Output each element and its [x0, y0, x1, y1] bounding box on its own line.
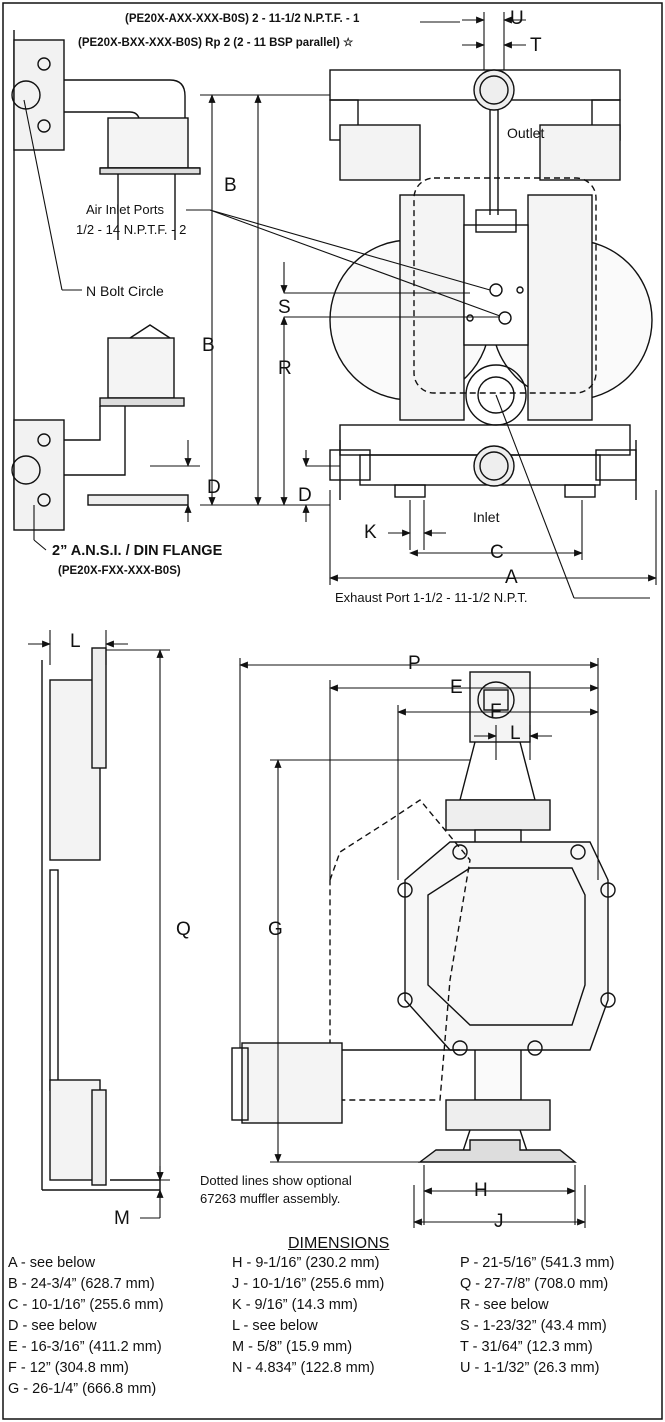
dimension-row: N - 4.834” (122.8 mm)	[232, 1360, 375, 1376]
dim-letter-c: C	[490, 542, 504, 563]
dim-letter-r: R	[278, 358, 292, 379]
dimension-row: Q - 27-7/8” (708.0 mm)	[460, 1276, 609, 1292]
dim-letter-b-side: B	[202, 335, 215, 356]
outlet-thread-npt-label: (PE20X-AXX-XXX-B0S) 2 - 11-1/2 N.P.T.F. …	[125, 13, 360, 25]
dim-letter-k: K	[364, 522, 377, 543]
outlet-thread-bsp-label: (PE20X-BXX-XXX-B0S) Rp 2 (2 - 11 BSP par…	[78, 37, 354, 49]
air-inlet-thread-label: 1/2 - 14 N.P.T.F. - 2	[76, 222, 187, 237]
dimension-row: U - 1-1/32” (26.3 mm)	[460, 1360, 600, 1376]
exhaust-port-label: Exhaust Port 1-1/2 - 11-1/2 N.P.T.	[335, 590, 528, 605]
air-inlet-ports-label: Air Inlet Ports	[86, 202, 165, 217]
dim-letter-d-side: D	[207, 477, 221, 498]
dim-letter-j: J	[494, 1211, 504, 1232]
dimension-row: D - see below	[8, 1318, 97, 1334]
flange-model-label: (PE20X-FXX-XXX-B0S)	[58, 565, 181, 577]
dimension-row: E - 16-3/16” (411.2 mm)	[8, 1339, 162, 1355]
dimension-row: M - 5/8” (15.9 mm)	[232, 1339, 353, 1355]
dim-letter-p: P	[408, 653, 421, 674]
flange-side-view-top	[11, 30, 201, 531]
dimension-row: C - 10-1/16” (255.6 mm)	[8, 1297, 164, 1313]
pump-side-view-left	[41, 647, 161, 1191]
dimension-lines	[23, 12, 657, 1228]
dim-letter-b-front: B	[224, 175, 237, 196]
dim-letter-h: H	[474, 1180, 488, 1201]
bolt-circle-label: N Bolt Circle	[86, 283, 164, 299]
dim-letter-a: A	[505, 567, 518, 588]
dimension-row: T - 31/64” (12.3 mm)	[460, 1339, 593, 1355]
dim-letter-l-side: L	[70, 631, 81, 652]
dimension-row: K - 9/16” (14.3 mm)	[232, 1297, 358, 1313]
dimension-row: L - see below	[232, 1318, 318, 1334]
dimension-row: G - 26-1/4” (666.8 mm)	[8, 1381, 157, 1397]
dim-letter-f: F	[490, 701, 502, 722]
dimension-row: R - see below	[460, 1297, 549, 1313]
outlet-label: Outlet	[507, 125, 545, 141]
flange-label: 2” A.N.S.I. / DIN FLANGE	[52, 543, 223, 559]
dim-letter-m: M	[114, 1208, 130, 1229]
dim-letter-e: E	[450, 677, 463, 698]
dimension-row: A - see below	[8, 1255, 96, 1271]
dim-letter-u: U	[510, 8, 524, 29]
dim-letter-l-front: L	[510, 723, 521, 744]
muffler-note-line-1: Dotted lines show optional	[200, 1173, 352, 1188]
dim-letter-t: T	[530, 35, 542, 56]
dim-letter-g: G	[268, 919, 283, 940]
dimension-row: B - 24-3/4” (628.7 mm)	[8, 1276, 155, 1292]
dimension-row: S - 1-23/32” (43.4 mm)	[460, 1318, 607, 1334]
dimension-row: F - 12” (304.8 mm)	[8, 1360, 129, 1376]
dim-letter-d-front: D	[298, 485, 312, 506]
pump-front-view	[329, 69, 653, 500]
dim-letter-s: S	[278, 297, 291, 318]
inlet-label: Inlet	[473, 509, 500, 525]
muffler-note-line-2: 67263 muffler assembly.	[200, 1191, 341, 1206]
dimension-row: H - 9-1/16” (230.2 mm)	[232, 1255, 380, 1271]
pump-side-view-right	[231, 671, 616, 1163]
dimensions-title: DIMENSIONS	[288, 1235, 390, 1252]
dim-letter-q: Q	[176, 919, 191, 940]
dimension-row: P - 21-5/16” (541.3 mm)	[460, 1255, 615, 1271]
dimension-row: J - 10-1/16” (255.6 mm)	[232, 1276, 385, 1292]
